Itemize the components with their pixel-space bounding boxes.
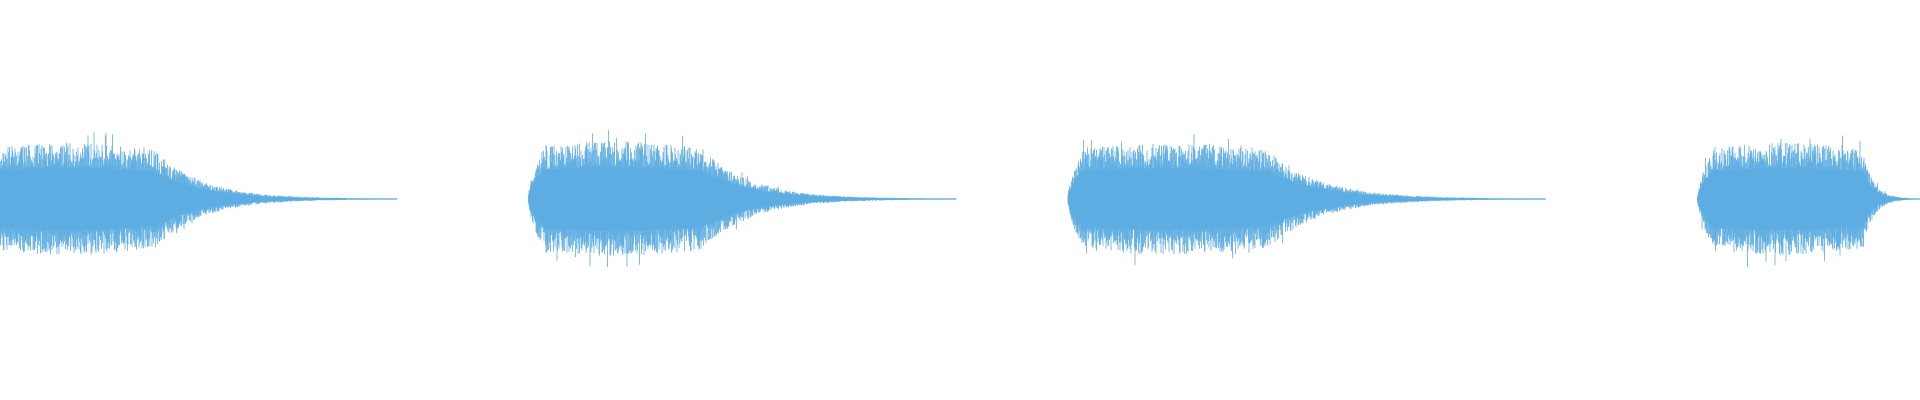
waveform-burst-4 — [1697, 168, 1919, 230]
waveform-trace — [0, 130, 1920, 267]
waveform-burst-3 — [1068, 168, 1546, 230]
waveform-burst-2 — [528, 167, 956, 231]
waveform-burst-1 — [0, 168, 396, 230]
